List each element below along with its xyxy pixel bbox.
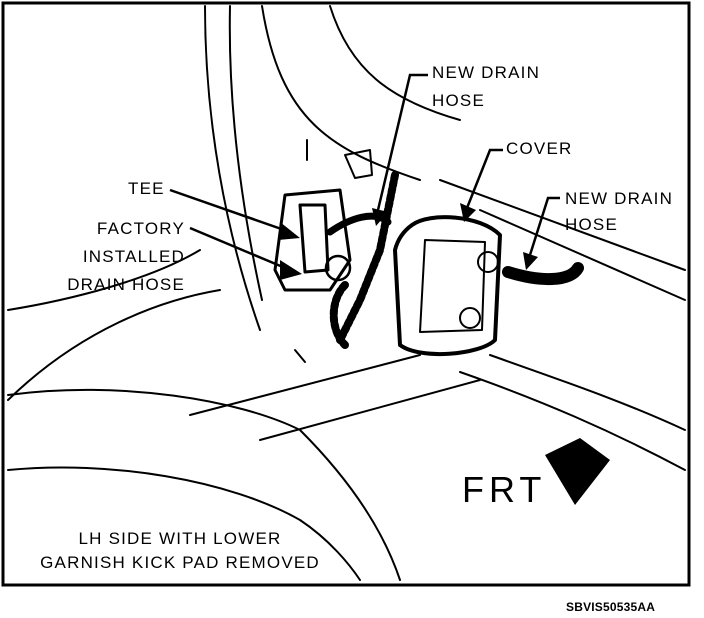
grommet-upper [477, 251, 499, 273]
panel-curve-mid [329, 5, 461, 121]
label-new-drain-hose-top-2: HOSE [432, 91, 485, 110]
cover-plate [393, 215, 502, 356]
label-new-drain-hose-right-1: NEW DRAIN [565, 189, 674, 208]
caption-line-2: GARNISH KICK PAD REMOVED [40, 553, 320, 572]
corrugated-hose-lower [329, 281, 349, 349]
arrowhead-new-drain-hose-top [372, 208, 388, 226]
lower-left-curve-2 [7, 249, 201, 311]
label-frt: FRT [462, 469, 547, 510]
cover-inner [419, 239, 486, 333]
tee-body [298, 203, 330, 274]
label-new-drain-hose-top-1: NEW DRAIN [432, 63, 541, 82]
arrowhead-cover [460, 203, 476, 222]
label-new-drain-hose-right-2: HOSE [565, 215, 618, 234]
leader-tee [169, 188, 291, 234]
leader-cover [465, 148, 503, 209]
clip-mark-2 [294, 349, 306, 363]
arrowhead-factory [280, 260, 302, 280]
figure-frame [1, 1, 691, 587]
figure-code: SBVIS50535AA [566, 600, 656, 614]
floor-line-2 [259, 379, 481, 441]
arrowhead-tee [278, 222, 300, 240]
floor-line-3 [489, 354, 686, 431]
bracket-detail [344, 149, 373, 179]
label-factory-3: DRAIN HOSE [67, 275, 185, 294]
leader-new-drain-hose-top [376, 73, 428, 211]
leader-new-drain-hose-right [528, 196, 560, 256]
arrowhead-new-drain-hose-right [523, 252, 538, 270]
seat-outline [7, 388, 401, 581]
sill-line [439, 179, 686, 271]
caption-line-1: LH SIDE WITH LOWER [78, 529, 282, 548]
floor-line-4 [459, 371, 686, 471]
label-tee: TEE [128, 179, 165, 198]
label-factory-2: INSTALLED [82, 247, 185, 266]
new-hose-to-tee [326, 212, 392, 236]
tee-housing [273, 188, 352, 292]
pillar-inner-line [228, 5, 263, 301]
grommet-left [324, 254, 352, 282]
label-factory-1: FACTORY [96, 219, 185, 238]
lower-left-curve [7, 289, 221, 401]
seat-edge [7, 466, 361, 581]
pillar-outline [204, 5, 261, 331]
sill-line-2 [479, 209, 686, 301]
label-cover: COVER [506, 139, 573, 158]
new-drain-hose-right [502, 262, 584, 286]
leader-factory [189, 226, 291, 272]
grommet-lower [459, 307, 481, 329]
front-direction-arrow [545, 438, 610, 505]
